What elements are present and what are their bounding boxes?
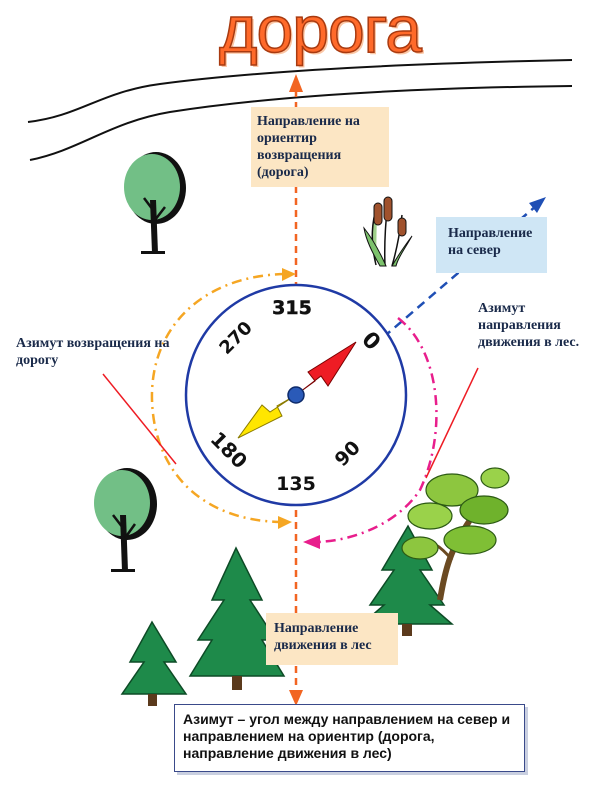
compass: 315 270 180 135 90 0: [184, 283, 408, 507]
pointer-line-forest-azimuth: [425, 367, 479, 479]
oak-tree-icon: [401, 467, 510, 601]
compass-needle-north: [295, 341, 357, 396]
compass-label-315: 315: [272, 297, 312, 319]
compass-needle: [237, 341, 357, 439]
pointer-line-return-azimuth: [102, 373, 177, 465]
compass-pivot: [287, 386, 305, 404]
compass-label-135: 135: [276, 473, 316, 495]
road-title: дорога: [218, 0, 422, 66]
fir-tree-icon: [188, 546, 286, 690]
return-azimuth-label: Азимут возвращения на дорогу: [16, 336, 170, 368]
forest-azimuth-arc: [303, 317, 438, 549]
road: [27, 59, 573, 161]
tree-icon: [124, 152, 186, 254]
compass-needle-south: [237, 394, 297, 439]
return-azimuth-arc: [150, 268, 296, 529]
forest-direction-label: Направление движения в лес: [266, 613, 398, 665]
forest-azimuth-label: Азимут направления движения в лес.: [478, 301, 580, 350]
north-direction-label: Направление на север: [436, 217, 547, 273]
azimuth-definition: Азимут – угол между направлением на севе…: [174, 704, 525, 772]
tree-icon: [94, 468, 157, 572]
reeds-icon: [363, 196, 413, 267]
fir-tree-icon: [359, 524, 455, 636]
fir-tree-icon: [120, 620, 188, 706]
return-direction-label: Направление на ориентир возвращения (дор…: [251, 107, 389, 187]
